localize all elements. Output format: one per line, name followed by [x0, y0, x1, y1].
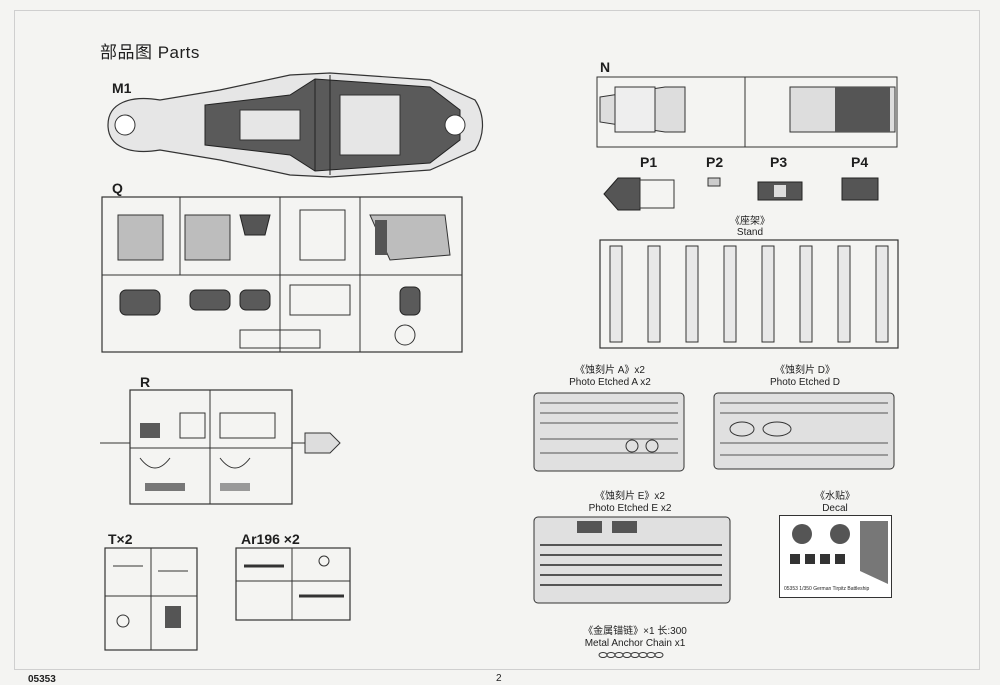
decal-markings — [790, 521, 888, 584]
photo-etched-d — [713, 392, 895, 470]
sprue-label-p1: P1 — [640, 154, 658, 170]
sprue-r — [100, 389, 341, 505]
sprue-label-q: Q — [112, 180, 123, 196]
caption-etched-e-cn: 《蚀刻片 E》x2 — [594, 491, 665, 502]
stand-sprue — [599, 239, 899, 349]
page-title: 部品图 Parts — [100, 43, 200, 62]
sprue-label-t: T×2 — [108, 531, 133, 547]
caption-chain-en: Metal Anchor Chain x1 — [584, 638, 686, 649]
photo-etched-e — [533, 516, 731, 604]
deck-m1 — [107, 72, 484, 178]
part-p3 — [757, 181, 803, 201]
caption-etched-a-en: Photo Etched A x2 — [569, 377, 651, 388]
sprue-label-n: N — [600, 59, 611, 75]
caption-chain-cn: 《金属锚链》×1 长:300 — [583, 626, 687, 637]
caption-decal-cn: 《水贴》 — [815, 491, 855, 502]
sprue-label-r: R — [140, 374, 151, 390]
sprue-t — [104, 547, 198, 651]
part-p1 — [603, 177, 675, 211]
sprue-label-p4: P4 — [851, 154, 869, 170]
sprue-label-p2: P2 — [706, 154, 724, 170]
product-code: 05353 — [28, 674, 56, 685]
anchor-chain — [598, 652, 664, 658]
caption-stand-en: Stand — [736, 227, 764, 238]
caption-decal-en: Decal — [822, 503, 848, 514]
photo-etched-a — [533, 392, 685, 472]
page-border — [14, 10, 980, 670]
sprue-label-p3: P3 — [770, 154, 788, 170]
sprue-q — [101, 196, 463, 353]
caption-etched-d-en: Photo Etched D — [769, 377, 841, 388]
sprue-label-ar196: Ar196 ×2 — [241, 531, 300, 547]
page-number: 2 — [496, 673, 502, 684]
caption-stand-cn: 《座架》 — [730, 216, 770, 227]
part-p2 — [707, 177, 721, 187]
sprue-label-m1: M1 — [112, 80, 132, 96]
decal-sheet: 05353 1/350 German Tirpitz Battleship — [779, 515, 892, 598]
caption-etched-e-en: Photo Etched E x2 — [588, 503, 672, 514]
caption-etched-a-cn: 《蚀刻片 A》x2 — [574, 365, 645, 376]
sprue-n — [596, 76, 898, 148]
part-p4 — [841, 177, 879, 201]
caption-etched-d-cn: 《蚀刻片 D》 — [775, 365, 835, 376]
sprue-ar196 — [235, 547, 351, 621]
decal-sheet-caption: 05353 1/350 German Tirpitz Battleship — [784, 586, 870, 592]
